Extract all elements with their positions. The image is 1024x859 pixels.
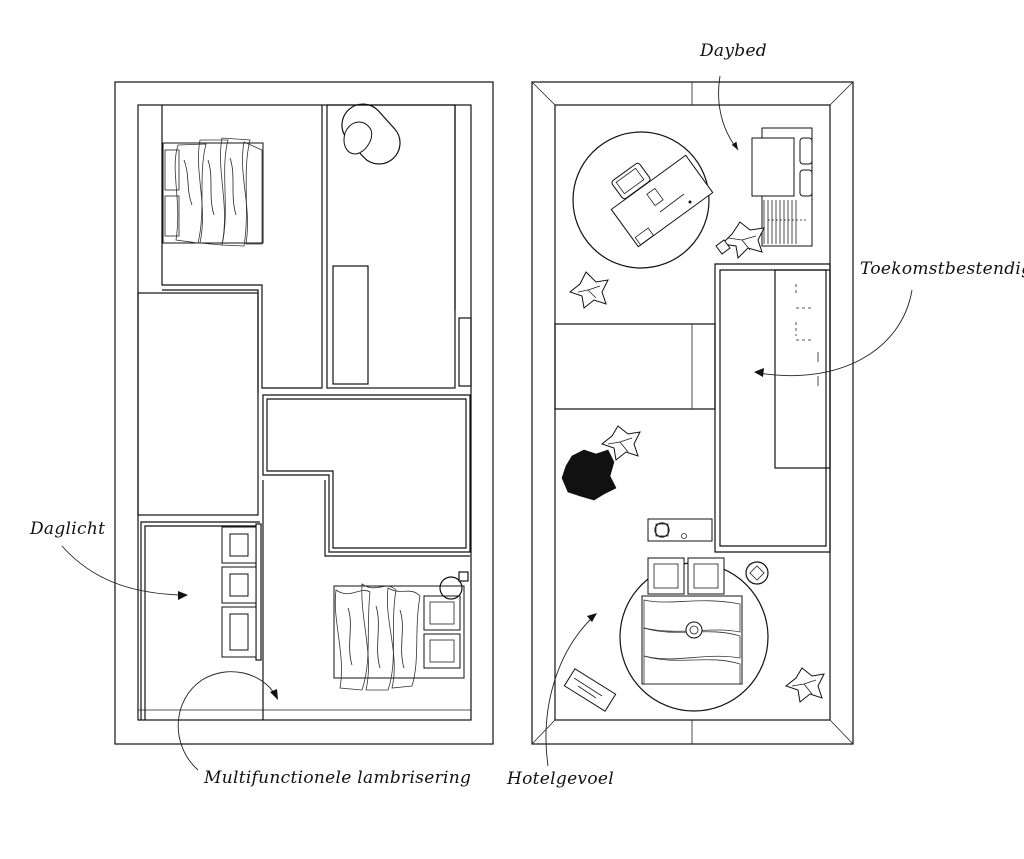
nightstand-icon [647,518,713,542]
label-multifunctionele-lambrisering: Multifunctionele lambrisering [203,768,471,788]
daybed-icon [751,127,813,247]
right-plan-outer-wall [531,81,854,745]
right-bathroom-fixtures [795,284,819,386]
label-daglicht: Daglicht [29,519,105,539]
right-bathroom [714,263,831,553]
bed-icon [333,571,469,691]
chair-icon [611,162,651,200]
annotation-toekomstbestendig: Toekomstbestendig [754,259,1024,377]
label-daybed: Daybed [699,41,767,61]
bed-icon [162,137,264,247]
plant-icon [715,221,765,260]
bed-icon [641,557,743,685]
label-toekomstbestendig: Toekomstbestendig [860,259,1024,279]
label-hotelgevoel: Hotelgevoel [506,769,614,789]
rug-icon [572,131,710,269]
plant-icon [784,667,825,703]
annotation-multifunctionele-lambrisering: Multifunctionele lambrisering [177,671,471,788]
bathtub-icon [341,103,401,165]
plant-icon [561,449,617,501]
left-hall [262,394,471,553]
annotation-hotelgevoel: Hotelgevoel [506,613,614,789]
storage-cabinet-icon [221,523,262,661]
nightstand-icon [745,561,769,585]
plant-icon [568,271,609,309]
right-floor-plan [531,81,854,745]
desk-icon [610,154,714,248]
left-plan-outer-wall [114,81,494,745]
lounge-chair-icon [563,668,617,712]
left-bottom-bedroom [140,480,470,720]
annotation-daglicht: Daglicht [29,519,188,600]
right-hall [554,323,716,410]
left-bathroom [326,103,472,389]
left-wardrobe-block [137,292,259,516]
annotation-daybed: Daybed [699,41,767,151]
left-floor-plan [114,81,494,745]
plant-icon [600,425,641,461]
